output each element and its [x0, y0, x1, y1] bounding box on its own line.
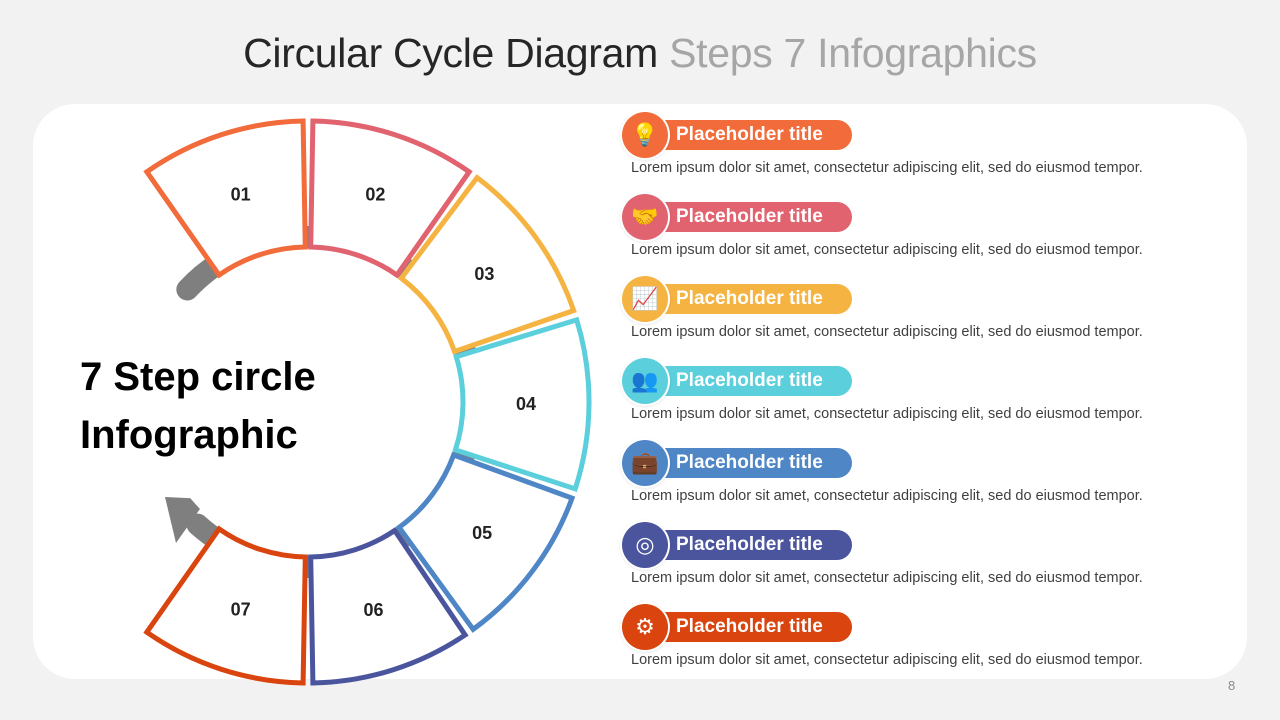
briefcase-gear-icon: 💼	[622, 440, 668, 486]
page-number: 8	[1228, 678, 1236, 693]
step-number-01: 01	[231, 185, 251, 205]
target-icon: ◎	[622, 522, 668, 568]
step-title-pill: Placeholder title	[640, 448, 852, 478]
center-heading-line2: Infographic	[80, 413, 298, 457]
gears-icon: ⚙	[622, 604, 668, 650]
step-number-03: 03	[474, 264, 494, 284]
cycle-segment-06	[308, 527, 469, 686]
title-main: Circular Cycle Diagram	[243, 30, 658, 76]
step-number-02: 02	[365, 185, 385, 205]
step-description: Lorem ipsum dolor sit amet, consectetur …	[631, 324, 1143, 340]
step-title-pill: Placeholder title	[640, 612, 852, 642]
step-description: Lorem ipsum dolor sit amet, consectetur …	[631, 488, 1143, 504]
growth-chart-icon: 📈	[622, 276, 668, 322]
cycle-segment-02	[308, 118, 473, 279]
step-number-07: 07	[231, 599, 251, 619]
cycle-segment-03	[397, 174, 577, 355]
center-heading: 7 Step circle Infographic	[80, 348, 316, 464]
step-description: Lorem ipsum dolor sit amet, consectetur …	[631, 160, 1143, 176]
cycle-segment-01	[143, 118, 308, 279]
step-description: Lorem ipsum dolor sit amet, consectetur …	[631, 652, 1143, 668]
title-sub: Steps 7 Infographics	[669, 30, 1037, 76]
cycle-segment-05	[395, 451, 576, 633]
step-number-05: 05	[472, 523, 492, 543]
handshake-icon: 🤝	[622, 194, 668, 240]
step-title-pill: Placeholder title	[640, 202, 852, 232]
slide-title: Circular Cycle Diagram Steps 7 Infograph…	[0, 30, 1280, 77]
step-title-pill: Placeholder title	[640, 530, 852, 560]
step-number-06: 06	[364, 600, 384, 620]
center-circle	[156, 250, 460, 554]
step-description: Lorem ipsum dolor sit amet, consectetur …	[631, 406, 1143, 422]
center-heading-line1: 7 Step circle	[80, 355, 316, 399]
step-description: Lorem ipsum dolor sit amet, consectetur …	[631, 242, 1143, 258]
step-description: Lorem ipsum dolor sit amet, consectetur …	[631, 570, 1143, 586]
step-number-04: 04	[516, 394, 536, 414]
cycle-segment-04	[452, 316, 592, 492]
step-title-pill: Placeholder title	[640, 284, 852, 314]
step-title-pill: Placeholder title	[640, 366, 852, 396]
arrowhead-icon	[165, 497, 207, 543]
lightbulb-icon: 💡	[622, 112, 668, 158]
cycle-segment-07	[143, 525, 308, 686]
team-icon: 👥	[622, 358, 668, 404]
step-title-pill: Placeholder title	[640, 120, 852, 150]
